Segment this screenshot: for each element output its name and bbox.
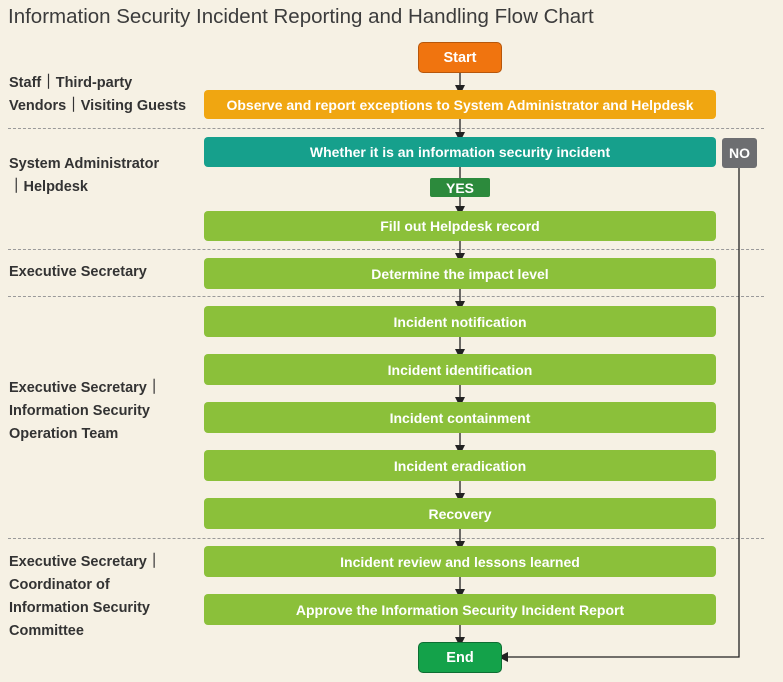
step-fill-helpdesk-record: Fill out Helpdesk record	[204, 211, 716, 241]
step-recovery: Recovery	[204, 498, 716, 529]
lane-divider	[8, 128, 764, 129]
step-incident-review: Incident review and lessons learned	[204, 546, 716, 577]
yes-branch-label: YES	[430, 178, 490, 197]
lane-divider	[8, 249, 764, 250]
step-incident-notification: Incident notification	[204, 306, 716, 337]
lane-label-exec: Executive Secretary	[9, 264, 147, 280]
step-observe-report: Observe and report exceptions to System …	[204, 90, 716, 119]
lane-label-coord: Executive Secretary｜ Coordinator of Info…	[9, 554, 162, 639]
page-title: Information Security Incident Reporting …	[8, 5, 594, 28]
start-node: Start	[418, 42, 502, 73]
step-determine-impact: Determine the impact level	[204, 258, 716, 289]
step-incident-containment: Incident containment	[204, 402, 716, 433]
no-branch-label: NO	[722, 138, 757, 168]
lane-label-sysadmin: System Administrator ｜Helpdesk	[9, 156, 160, 195]
step-incident-eradication: Incident eradication	[204, 450, 716, 481]
lane-label-team: Executive Secretary｜ Information Securit…	[9, 380, 162, 442]
decision-is-security-incident: Whether it is an information security in…	[204, 137, 716, 167]
step-incident-identification: Incident identification	[204, 354, 716, 385]
end-node: End	[418, 642, 502, 673]
lane-label-staff: Staff｜Third-party Vendors｜Visiting Guest…	[9, 75, 187, 114]
step-approve-report: Approve the Information Security Inciden…	[204, 594, 716, 625]
lane-divider	[8, 296, 764, 297]
lane-divider	[8, 538, 764, 539]
